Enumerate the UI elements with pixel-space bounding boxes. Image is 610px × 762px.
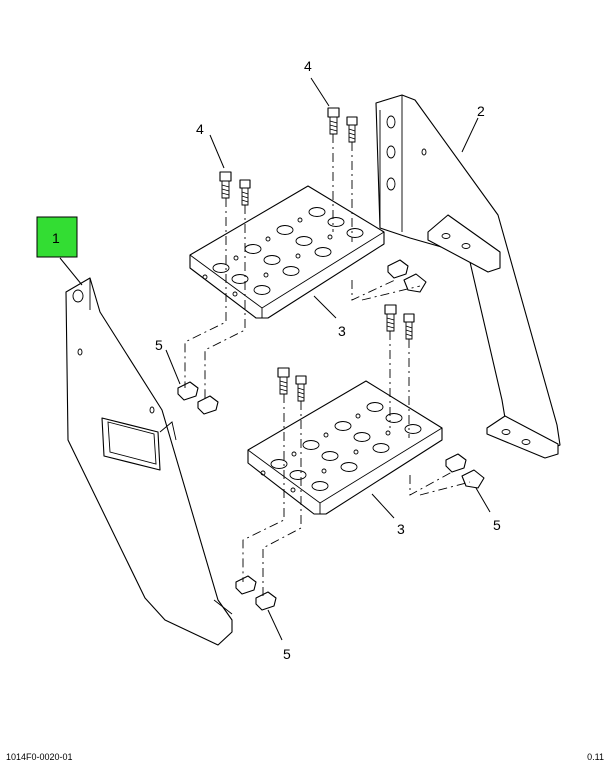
callout-5-left[interactable]: 5 (155, 337, 163, 353)
bolt (219, 171, 232, 199)
callout-5-bottom[interactable]: 5 (283, 646, 291, 662)
callout-5-right[interactable]: 5 (493, 517, 501, 533)
lower-plate-holes (260, 402, 422, 493)
upper-plate-holes (202, 207, 364, 297)
bolt (295, 375, 307, 402)
callout-4-right[interactable]: 4 (304, 58, 312, 74)
left-bracket[interactable] (65, 277, 233, 646)
callout-1[interactable]: 1 (52, 230, 60, 246)
clip-nuts[interactable] (177, 259, 485, 611)
step-plate-upper[interactable] (189, 185, 385, 319)
bolt (277, 367, 290, 395)
callout-4-left[interactable]: 4 (196, 121, 204, 137)
bolt (384, 304, 397, 332)
sheet-number: 0.11 (587, 752, 604, 762)
callout-2[interactable]: 2 (477, 103, 485, 119)
drawing-number: 1014F0-0020-01 (6, 752, 73, 762)
callout-3-lower[interactable]: 3 (397, 521, 405, 537)
callout-3-upper[interactable]: 3 (338, 323, 346, 339)
assembly-lines (184, 134, 471, 598)
bolt (403, 313, 415, 340)
right-bracket[interactable] (375, 94, 561, 459)
bolt (346, 116, 358, 143)
bolt (327, 107, 340, 135)
item-1-highlight (36, 216, 78, 258)
bolt (239, 179, 251, 206)
leader-lines (59, 77, 491, 641)
bolts[interactable] (219, 107, 415, 402)
step-plate-lower[interactable] (247, 380, 443, 515)
